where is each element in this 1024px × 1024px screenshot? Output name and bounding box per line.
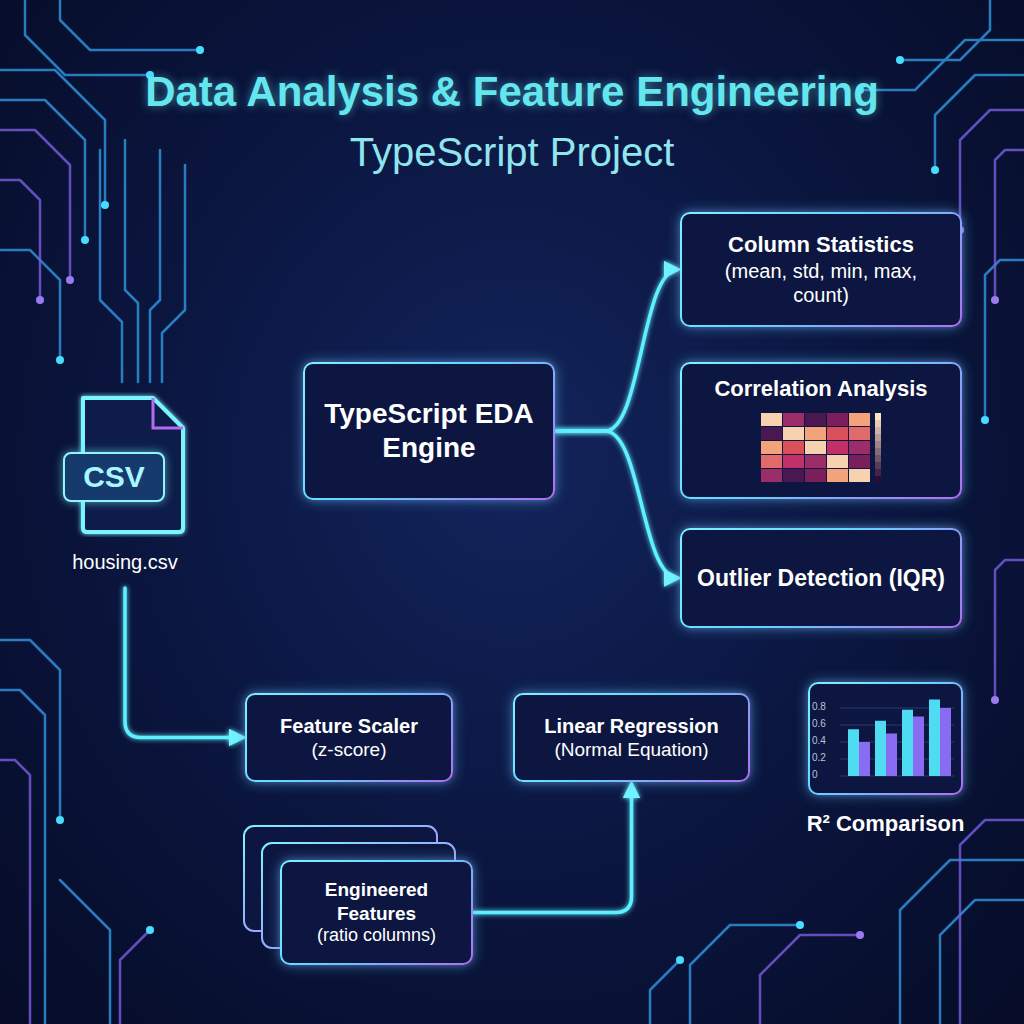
box-title: Correlation Analysis [714,376,927,403]
connector [195,429,301,433]
box-subtitle: (ratio columns) [317,925,436,947]
box-subtitle: (Normal Equation) [554,738,708,761]
axis-tick: 0.2 [812,752,834,764]
chart-title: R² Comparison [773,811,998,838]
box-title: Column Statistics [728,232,914,259]
chart-panel: R² Comparison [808,682,963,845]
file-name: housing.csv [35,550,215,574]
process-box: Column Statistics(mean, std, min, max, c… [680,212,962,327]
connector [555,270,678,432]
file-type: CSV [83,459,145,496]
axis-tick: 0.8 [812,701,834,713]
box-title: Outlier Detection (IQR) [697,564,945,592]
bar-chart [810,684,961,793]
axis-tick: 0.4 [812,735,834,747]
title: Data Analysis & Feature Engineering [0,68,1024,116]
heatmap-illustration [751,411,891,487]
process-box: Feature Scaler(z-score) [245,693,453,782]
connector [453,736,511,740]
connector [750,736,806,740]
box-subtitle: (mean, std, min, max, count) [696,259,946,308]
file-badge: CSV [63,452,165,502]
process-box: Outlier Detection (IQR) [680,528,962,628]
process-box: Correlation Analysis [680,362,962,499]
chart-frame [808,682,963,795]
process-box: Linear Regression(Normal Equation) [513,693,750,782]
process-box: Engineered Features(ratio columns) [280,860,473,965]
connector [555,431,678,578]
connector [473,784,632,913]
box-title: Linear Regression [544,714,719,738]
box-title: Feature Scaler [280,714,418,738]
subtitle: TypeScript Project [0,128,1024,177]
axis-tick: 0.6 [812,718,834,730]
box-subtitle: (z-score) [312,738,387,761]
box-title: Engineered Features [296,878,457,924]
connector [125,588,243,738]
process-box: TypeScript EDA Engine [303,362,555,500]
axis-tick: 0 [812,769,834,781]
box-title: TypeScript EDA Engine [319,397,539,465]
file-icon: CSVhousing.csv [55,392,195,582]
